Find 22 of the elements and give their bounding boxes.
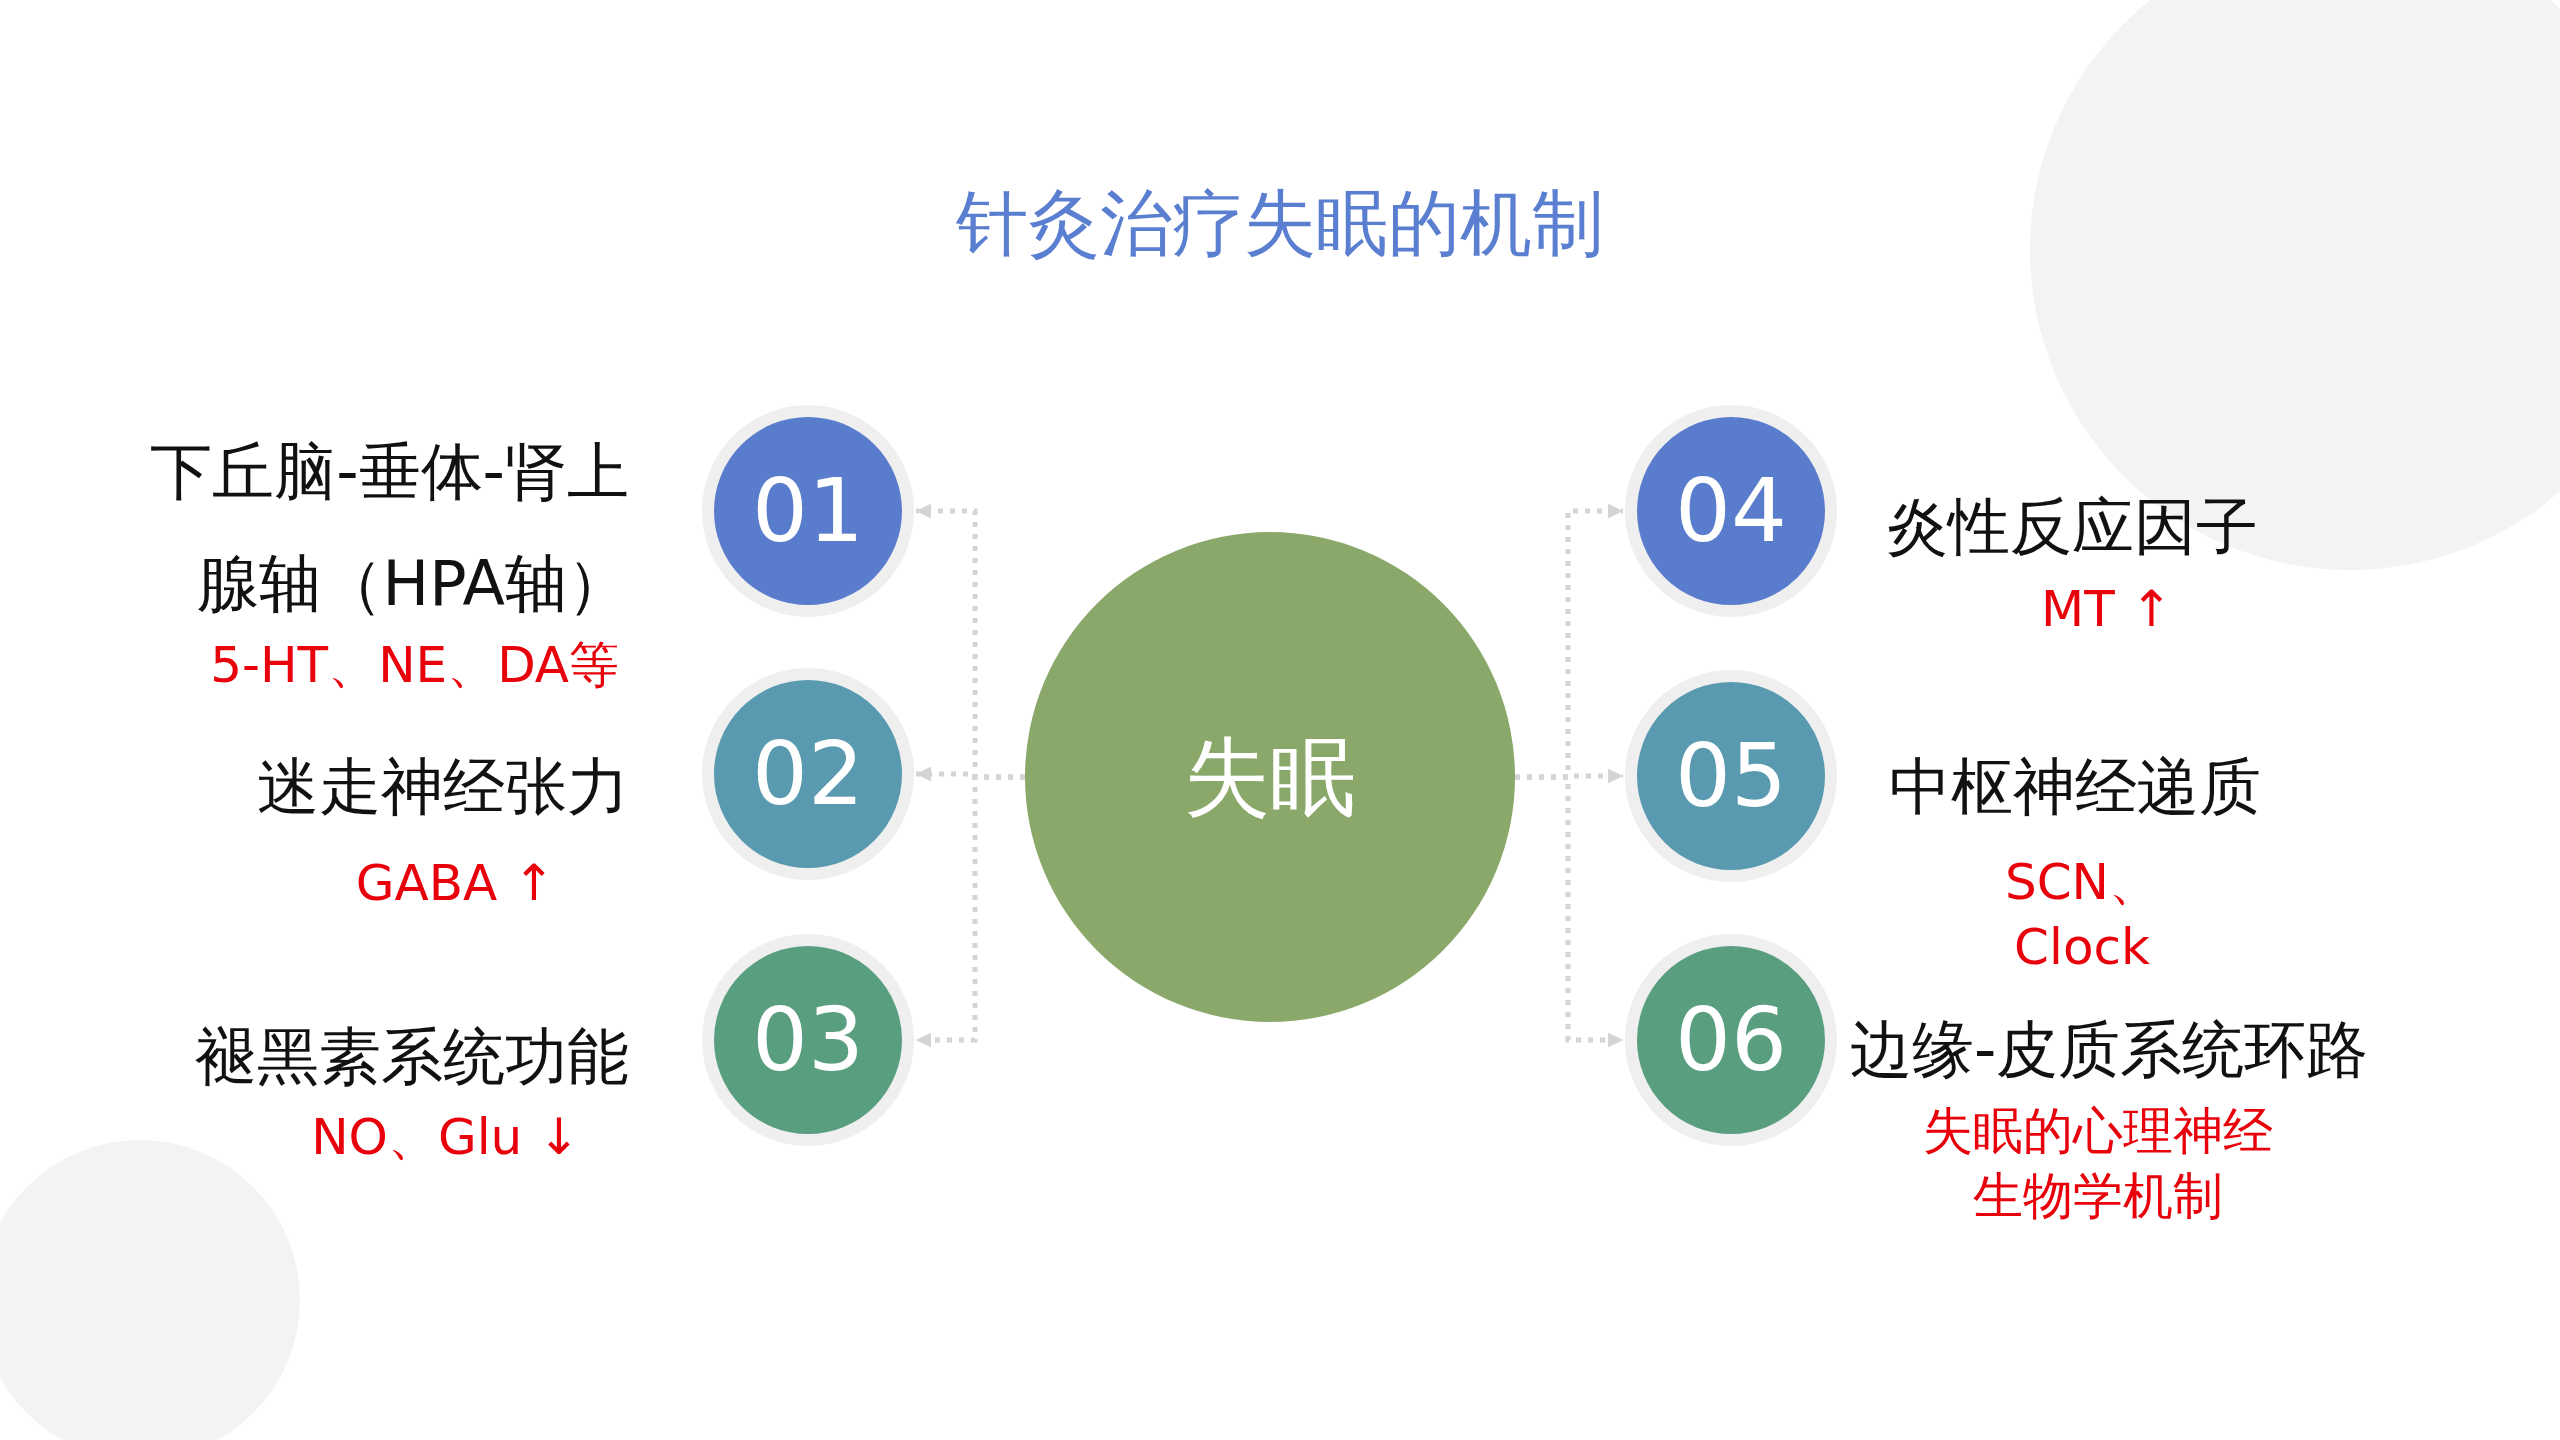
mediator-label: 5-HT、NE、DA等 <box>209 634 619 696</box>
mechanism-label: 边缘-皮质系统环路 <box>1850 1012 2370 1089</box>
mediator-label: MT ↑ <box>2041 578 2174 640</box>
connector-arrow <box>1515 774 1623 1048</box>
mechanism-label: 褪黑素系统功能 <box>194 1019 629 1096</box>
number-label: 03 <box>752 996 864 1084</box>
center-label: 失眠 <box>1184 734 1356 820</box>
number-label: 06 <box>1675 996 1787 1084</box>
number-label: 02 <box>752 730 864 818</box>
mechanism-label: 炎性反应因子 <box>1886 489 2259 566</box>
mediator-label: 失眠的心理神经生物学机制 <box>1922 1101 2274 1227</box>
number-label: 01 <box>752 467 864 555</box>
connector-arrow <box>916 774 1025 1048</box>
mechanism-label: 中枢神经递质 <box>1889 749 2262 826</box>
number-label: 05 <box>1675 732 1787 820</box>
mediator-label: SCN、Clock <box>2003 852 2161 978</box>
mediator-label: NO、Glu ↓ <box>310 1106 580 1168</box>
mediator-label: GABA ↑ <box>354 852 555 914</box>
mechanism-label: 下丘脑-垂体-肾上腺轴（HPA轴） <box>149 434 629 622</box>
title: 针灸治疗失眠的机制 <box>956 181 1604 265</box>
number-label: 04 <box>1675 467 1787 555</box>
mechanism-label: 迷走神经张力 <box>256 749 629 826</box>
